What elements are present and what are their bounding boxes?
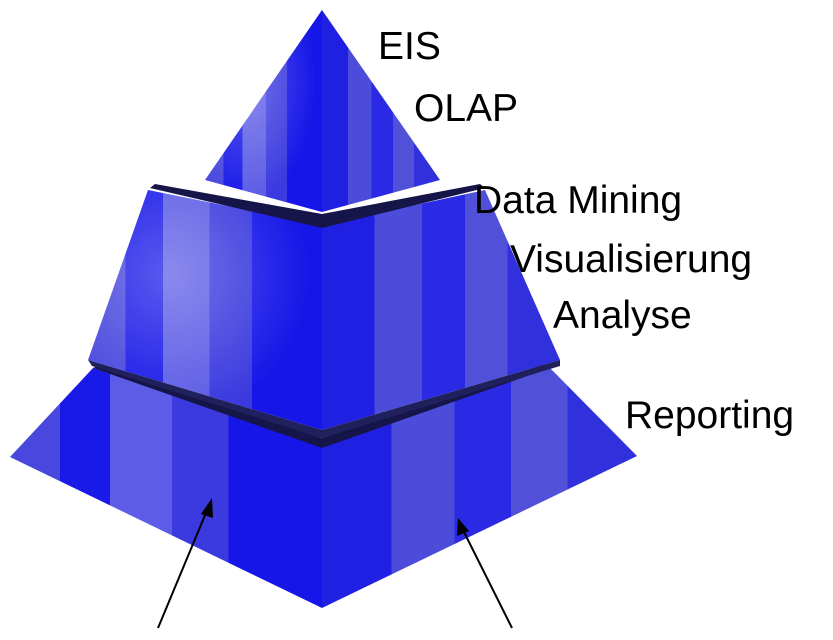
arrow-right-head	[457, 518, 469, 536]
arrow-left	[157, 498, 213, 629]
label-olap: OLAP	[414, 87, 519, 130]
arrow-right	[457, 518, 513, 629]
tier-middle-right-face	[322, 190, 560, 430]
tier-middle-top-gap	[150, 184, 485, 228]
pyramid-tier-top	[205, 10, 440, 212]
arrow-left-head	[201, 498, 213, 518]
tier-top-glow	[205, 10, 322, 212]
label-visualisierung: Visualisierung	[510, 238, 753, 281]
pyramid-tier-bottom	[10, 364, 637, 608]
label-eis: EIS	[378, 25, 441, 68]
pyramid-tier-middle	[88, 184, 560, 438]
tier-bottom-left-face	[10, 368, 322, 608]
tier-top-right-face	[322, 10, 440, 212]
label-analyse: Analyse	[553, 294, 692, 337]
tier-bottom-right-face	[322, 368, 637, 608]
label-reporting: Reporting	[625, 394, 795, 437]
tier-middle-glow	[88, 190, 322, 430]
label-data-mining: Data Mining	[474, 179, 683, 222]
